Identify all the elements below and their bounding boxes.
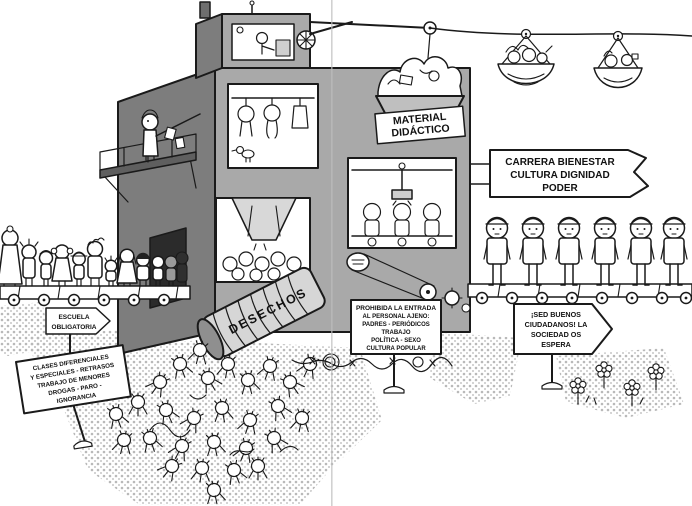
conveyor-wheel [127, 293, 141, 307]
queue-child [175, 251, 189, 283]
prohibida-line-4: TRABAJO [381, 330, 410, 336]
queue-child [135, 252, 151, 287]
carrera-line-2: CULTURA DIGNIDAD [510, 170, 609, 181]
barbed-wire [291, 353, 453, 373]
uniform-child [591, 216, 619, 286]
conveyor-wheel [67, 293, 81, 307]
prohibida-line-2: AL PERSONAL AJENO: [363, 314, 430, 320]
conveyor-wheel [625, 291, 639, 305]
queue-child [151, 255, 165, 287]
queue-child [104, 255, 118, 287]
crane-arm [309, 21, 431, 35]
material-didactico-line-2: DIDÁCTICO [391, 121, 450, 139]
right-conveyor [467, 283, 692, 305]
queue-child [164, 255, 178, 287]
conveyor-wheel [505, 291, 519, 305]
conveyor-wheel [655, 291, 669, 305]
cable-wire [429, 27, 692, 89]
teacher-figure [141, 109, 201, 161]
ciudadanos-line-4: ESPERA [541, 340, 571, 349]
carrera-line-3: PODER [542, 183, 578, 194]
clases-sign: CLASES DIFERENCIALES Y ESPECIALES - RETR… [15, 344, 132, 450]
carrera-line-1: CARRERA BIENESTAR [505, 157, 615, 168]
materials-hopper: MATERIAL DIDÁCTICO [374, 21, 466, 145]
prohibida-sign: PROHIBIDA LA ENTRADA AL PERSONAL AJENO: … [350, 299, 442, 394]
uniform-child [627, 216, 655, 286]
ciudadanos-line-3: SOCIEDAD OS [531, 330, 582, 339]
ciudadanos-line-1: ¡SED BUENOS [531, 310, 581, 319]
halftone-shading [0, 302, 684, 505]
queue-child [38, 249, 54, 287]
queue-child [116, 248, 138, 287]
conveyor-wheel [679, 291, 692, 305]
uniform-children [483, 216, 688, 286]
cable-gondola-1 [497, 28, 555, 86]
escuela-line-1: ESCUELA [58, 314, 89, 321]
window-hanging-children [227, 83, 319, 169]
prohibida-line-5: POLÍTICA - SEXO [371, 336, 421, 344]
queue-child [50, 244, 74, 287]
window-press-funnel [215, 197, 311, 283]
conveyor-wheel [475, 291, 489, 305]
page-fold-line [331, 0, 333, 506]
material-didactico-line-1: MATERIAL [392, 111, 447, 128]
escuela-sign: ESCUELA OBLIGATORIA [45, 307, 111, 364]
drive-belt-machinery [346, 252, 471, 313]
teacher-balcony [99, 109, 201, 203]
material-didactico-banner: MATERIAL DIDÁCTICO [374, 105, 466, 145]
flowers [569, 361, 665, 407]
conveyor-wheel [7, 293, 21, 307]
discarded-children-pile [103, 338, 323, 506]
conveyor-wheel [535, 291, 549, 305]
carrera-sign: CARRERA BIENESTAR CULTURA DIGNIDAD PODER [469, 149, 649, 198]
conveyor-wheel [595, 291, 609, 305]
queue-child [86, 237, 105, 287]
queue-child [70, 251, 88, 287]
children-queue [0, 225, 189, 287]
uniform-child [660, 216, 688, 286]
queue-child [19, 238, 39, 287]
escuela-line-2: OBLIGATORIA [52, 324, 97, 331]
conveyor-wheel [97, 293, 111, 307]
prohibida-line-1: PROHIBIDA LA ENTRADA [356, 305, 436, 312]
window-assembly-line [347, 157, 457, 249]
conveyor-wheel [37, 293, 51, 307]
ciudadanos-sign: ¡SED BUENOS CIUDADANOS! LA SOCIEDAD OS E… [513, 303, 613, 390]
rooftop-cabin [195, 0, 431, 79]
ciudadanos-line-2: CIUDADANOS! LA [525, 320, 588, 329]
conveyor-wheel [565, 291, 579, 305]
uniform-child [555, 216, 583, 286]
prohibida-line-3: PADRES - PERIÓDICOS [362, 320, 430, 328]
rooftop-wheel [296, 30, 316, 50]
building-left-wall [117, 67, 216, 355]
uniform-child [519, 216, 547, 286]
left-conveyor [0, 285, 191, 307]
uniform-child [483, 216, 511, 286]
queue-child [0, 225, 23, 287]
prohibida-line-6: CULTURA POPULAR [366, 346, 426, 352]
bird [231, 145, 255, 163]
conveyor-wheel [157, 293, 171, 307]
cable-gondola-2 [593, 30, 643, 89]
